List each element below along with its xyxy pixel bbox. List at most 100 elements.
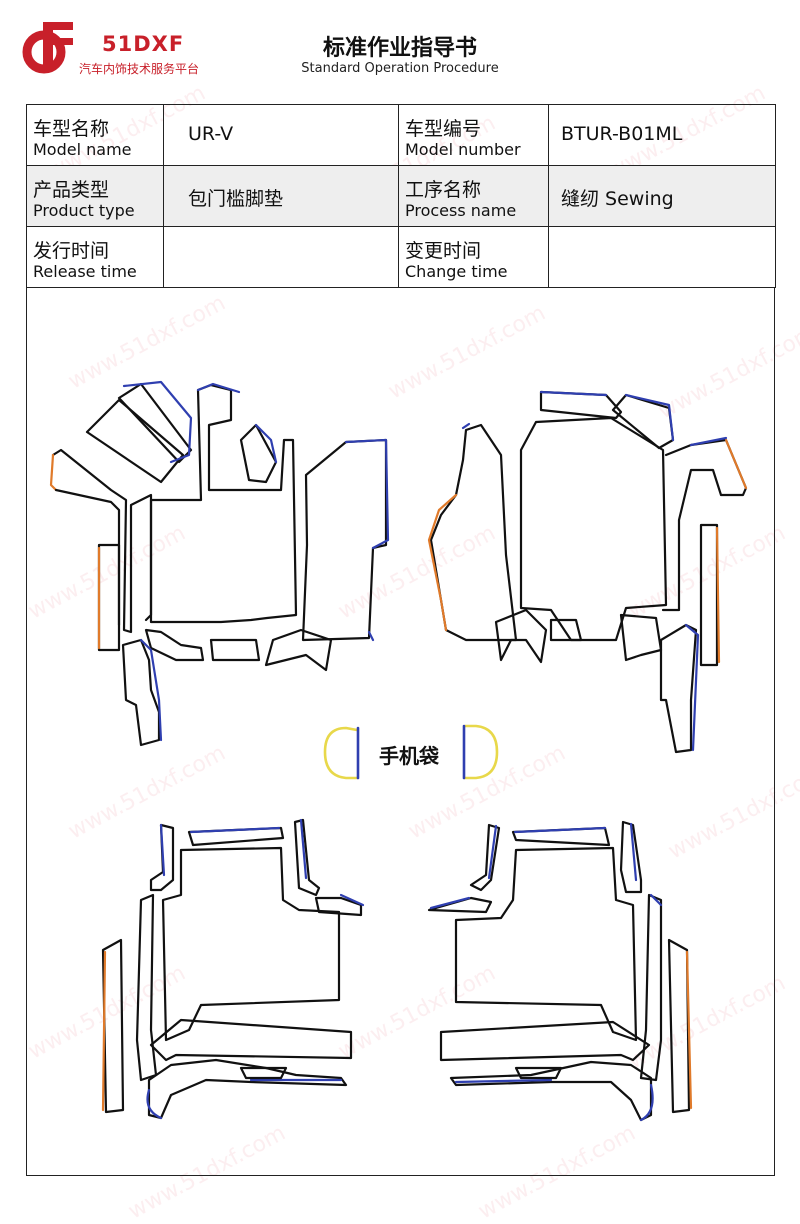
release-time-value-cell xyxy=(163,226,399,288)
process-name-label-cell: 工序名称 Process name xyxy=(398,165,549,227)
pattern-edge xyxy=(299,818,308,880)
pattern-edge xyxy=(684,623,700,752)
pattern-piece xyxy=(239,1066,288,1080)
pattern-edge xyxy=(146,1078,343,1120)
pattern-piece xyxy=(549,618,583,642)
change-time-label-en: Change time xyxy=(405,262,508,281)
pattern-piece xyxy=(149,823,175,892)
model-name-label-cn: 车型名称 xyxy=(33,118,110,140)
pattern-piece xyxy=(239,423,278,484)
logo-mark-icon xyxy=(22,22,73,74)
pattern-piece xyxy=(659,623,698,754)
model-number-label-cn: 车型编号 xyxy=(405,118,482,140)
pattern-piece xyxy=(494,608,548,664)
pattern-piece xyxy=(429,423,518,642)
pattern-edge xyxy=(689,436,728,447)
pattern-edge xyxy=(629,822,638,882)
pattern-edge xyxy=(539,390,608,397)
info-row-time: 发行时间 Release time 变更时间 Change time xyxy=(26,226,776,288)
pattern-piece xyxy=(264,628,333,672)
model-number-label-en: Model number xyxy=(405,140,521,159)
model-name-value: UR-V xyxy=(188,123,234,145)
model-number-value-cell: BTUR-B01ML xyxy=(548,104,776,166)
pattern-piece xyxy=(539,390,623,420)
pattern-edge xyxy=(454,1078,654,1122)
info-table: 车型名称 Model name UR-V 车型编号 Model number B… xyxy=(26,104,776,288)
document-title: 标准作业指导书 xyxy=(322,36,477,61)
pattern-piece xyxy=(619,613,663,662)
pattern-piece xyxy=(619,820,643,894)
pattern-edge xyxy=(724,438,748,490)
pattern-piece xyxy=(101,938,125,1114)
pattern-piece xyxy=(519,416,668,642)
model-name-value-cell: UR-V xyxy=(163,104,399,166)
pattern-piece xyxy=(301,438,388,642)
pattern-piece xyxy=(122,380,193,464)
pattern-edge xyxy=(196,382,241,394)
pocket-label: 手机袋 xyxy=(379,744,440,768)
pattern-edge xyxy=(649,893,663,907)
pattern-piece xyxy=(54,488,121,627)
info-row-product: 产品类型 Product type 包门槛脚垫 工序名称 Process nam… xyxy=(26,165,776,227)
rear-right-mat-set xyxy=(427,820,693,1122)
pattern-piece xyxy=(514,1066,563,1080)
pattern-edge xyxy=(101,950,107,1112)
pattern-piece xyxy=(161,846,341,1042)
process-name-label-cn: 工序名称 xyxy=(405,179,482,201)
release-time-label-en: Release time xyxy=(33,262,137,281)
change-time-value-cell xyxy=(548,226,776,288)
release-time-label-cn: 发行时间 xyxy=(33,240,110,262)
pattern-piece xyxy=(117,382,193,464)
document-subtitle: Standard Operation Procedure xyxy=(301,61,499,76)
pattern-piece xyxy=(293,818,321,897)
pattern-edge xyxy=(715,526,721,664)
process-name-value: 缝纫 Sewing xyxy=(561,188,674,210)
pattern-edge xyxy=(339,893,365,907)
pattern-piece xyxy=(135,893,158,1082)
pattern-edge xyxy=(429,896,471,910)
pattern-edge xyxy=(487,824,498,880)
pattern-piece xyxy=(699,523,719,667)
pattern-edge xyxy=(344,438,390,642)
pattern-piece xyxy=(454,846,638,1042)
pattern-piece xyxy=(149,383,298,624)
rear-left-mat-set xyxy=(101,818,365,1120)
pattern-piece xyxy=(314,896,363,917)
info-row-model: 车型名称 Model name UR-V 车型编号 Model number B… xyxy=(26,104,776,166)
front-left-mat-set xyxy=(49,380,390,747)
change-time-value xyxy=(549,227,775,245)
pattern-piece xyxy=(97,543,121,652)
pattern-piece xyxy=(661,438,748,612)
pattern-piece xyxy=(209,638,261,662)
release-time-label-cell: 发行时间 Release time xyxy=(26,226,164,288)
pattern-edge xyxy=(139,638,163,742)
change-time-label-cn: 变更时间 xyxy=(405,240,482,262)
pattern-piece xyxy=(469,823,501,892)
pattern-edge xyxy=(461,422,471,430)
pattern-piece xyxy=(144,628,205,662)
phone-pocket: 手机袋 xyxy=(323,724,499,780)
product-type-label-cell: 产品类型 Product type xyxy=(26,165,164,227)
front-right-mat-set xyxy=(427,390,748,754)
process-name-label-en: Process name xyxy=(405,201,517,220)
model-name-label-en: Model name xyxy=(33,140,132,159)
pattern-piece xyxy=(85,398,185,484)
pattern-edge xyxy=(49,453,58,492)
process-name-value-cell: 缝纫 Sewing xyxy=(548,165,776,227)
pattern-edge xyxy=(254,423,278,464)
pattern-piece xyxy=(639,893,663,1082)
change-time-label-cell: 变更时间 Change time xyxy=(398,226,549,288)
pattern-piece xyxy=(51,448,153,634)
logo: 51DXF 汽车内饰技术服务平台 xyxy=(22,18,252,78)
pattern-edge xyxy=(427,493,458,632)
pattern-piece xyxy=(121,638,161,747)
pattern-edge xyxy=(513,826,607,834)
pattern-drawing-area: 手机袋 xyxy=(26,288,775,1176)
product-type-label-en: Product type xyxy=(33,201,135,220)
pattern-edge xyxy=(624,393,675,442)
product-type-value: 包门槛脚垫 xyxy=(188,188,284,210)
pattern-piece xyxy=(449,1060,653,1122)
release-time-value xyxy=(164,227,398,245)
pocket-left-piece xyxy=(323,726,359,780)
product-type-label-cn: 产品类型 xyxy=(33,179,110,201)
